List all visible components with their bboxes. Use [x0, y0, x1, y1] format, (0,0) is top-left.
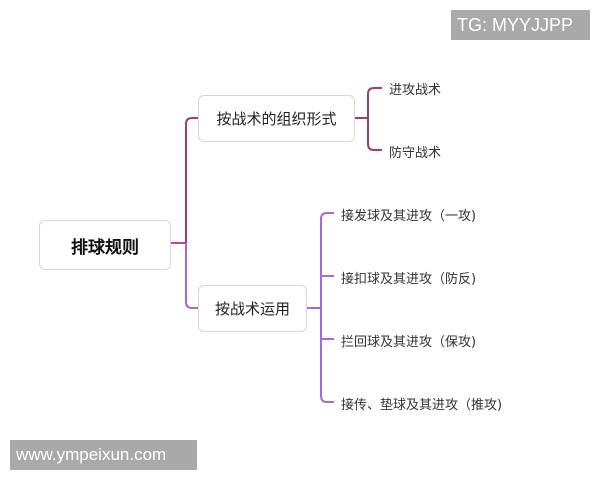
- branch-node-organization[interactable]: 按战术的组织形式: [198, 95, 355, 142]
- branch-node-label: 按战术运用: [214, 300, 290, 318]
- leaf-spike-receive-attack[interactable]: 接扣球及其进攻（防反): [341, 272, 477, 287]
- leaf-defensive-tactics[interactable]: 防守战术: [389, 146, 442, 161]
- root-node[interactable]: 排球规则: [39, 220, 171, 270]
- leaf-offensive-tactics[interactable]: 进攻战术: [389, 83, 442, 98]
- watermark-bottom: www.ympeixun.com: [10, 440, 197, 470]
- branch-node-application[interactable]: 按战术运用: [198, 285, 307, 332]
- root-node-label: 排球规则: [71, 237, 139, 258]
- branch-node-label: 按战术的组织形式: [216, 110, 337, 128]
- leaf-serve-receive-attack[interactable]: 接发球及其进攻（一攻): [341, 209, 477, 224]
- leaf-pass-dig-attack[interactable]: 接传、垫球及其进攻（推攻): [341, 398, 503, 413]
- leaf-block-return-attack[interactable]: 拦回球及其进攻（保攻): [341, 335, 477, 350]
- watermark-top: TG: MYYJJPP: [451, 10, 590, 40]
